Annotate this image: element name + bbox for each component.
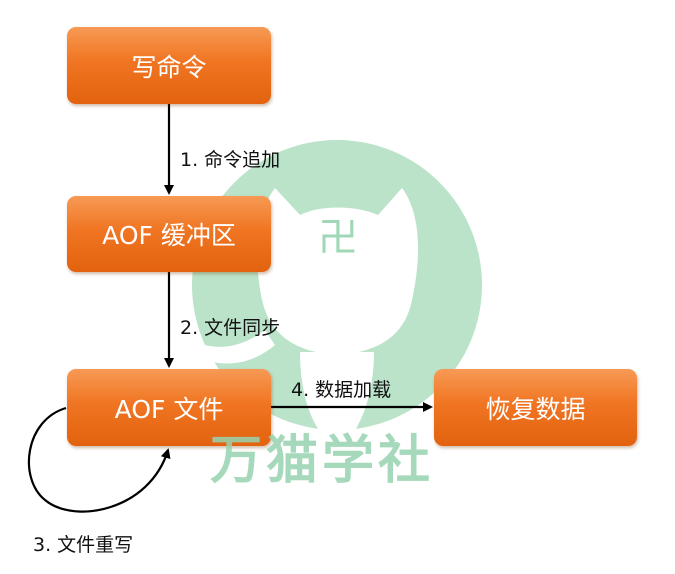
label-load: 4. 数据加载 (291, 379, 392, 401)
node-aof-file: AOF 文件 (67, 369, 271, 446)
node-write-command: 写命令 (67, 27, 271, 104)
watermark-symbol: 卍 (318, 215, 358, 261)
label-rewrite: 3. 文件重写 (33, 534, 134, 556)
label-sync: 2. 文件同步 (180, 317, 281, 339)
label-append: 1. 命令追加 (180, 149, 281, 171)
node-restore-data: 恢复数据 (434, 369, 637, 446)
watermark-text: 万猫学社 (210, 431, 435, 491)
node-aof-buffer: AOF 缓冲区 (67, 196, 271, 272)
arrow-rewrite (27, 406, 171, 513)
